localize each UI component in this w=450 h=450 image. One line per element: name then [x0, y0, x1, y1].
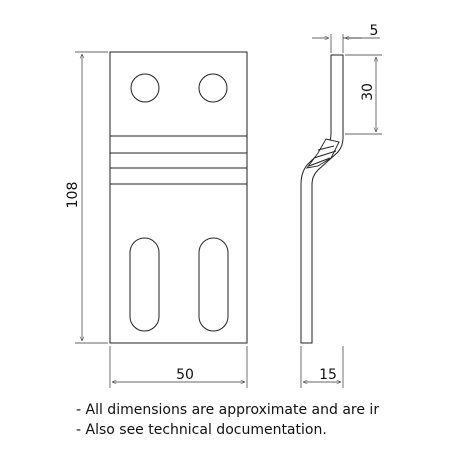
note-line-2: - Also see technical documentation.	[76, 422, 327, 438]
height-dimension: 108	[65, 51, 108, 344]
slot-right	[198, 237, 229, 332]
bend-hatch	[305, 138, 340, 169]
side-profile	[300, 54, 344, 344]
offset-dimension: 15	[300, 346, 344, 388]
notes: - All dimensions are approximate and are…	[76, 402, 379, 438]
slot-left	[129, 237, 160, 332]
side-view	[300, 54, 344, 344]
mounting-hole-left	[130, 73, 160, 103]
note-line-1: - All dimensions are approximate and are…	[76, 402, 379, 418]
plate-outline	[109, 51, 248, 344]
width-label: 50	[176, 367, 194, 383]
offset-label: 15	[319, 367, 337, 383]
width-dimension: 50	[109, 346, 248, 388]
thickness-dimension: 5	[312, 23, 380, 53]
height-label: 108	[65, 182, 81, 209]
thickness-label: 5	[370, 23, 379, 39]
mounting-hole-right	[198, 73, 228, 103]
top-length-label: 30	[360, 83, 376, 101]
top-length-dimension: 30	[345, 54, 382, 135]
front-view	[109, 51, 248, 344]
